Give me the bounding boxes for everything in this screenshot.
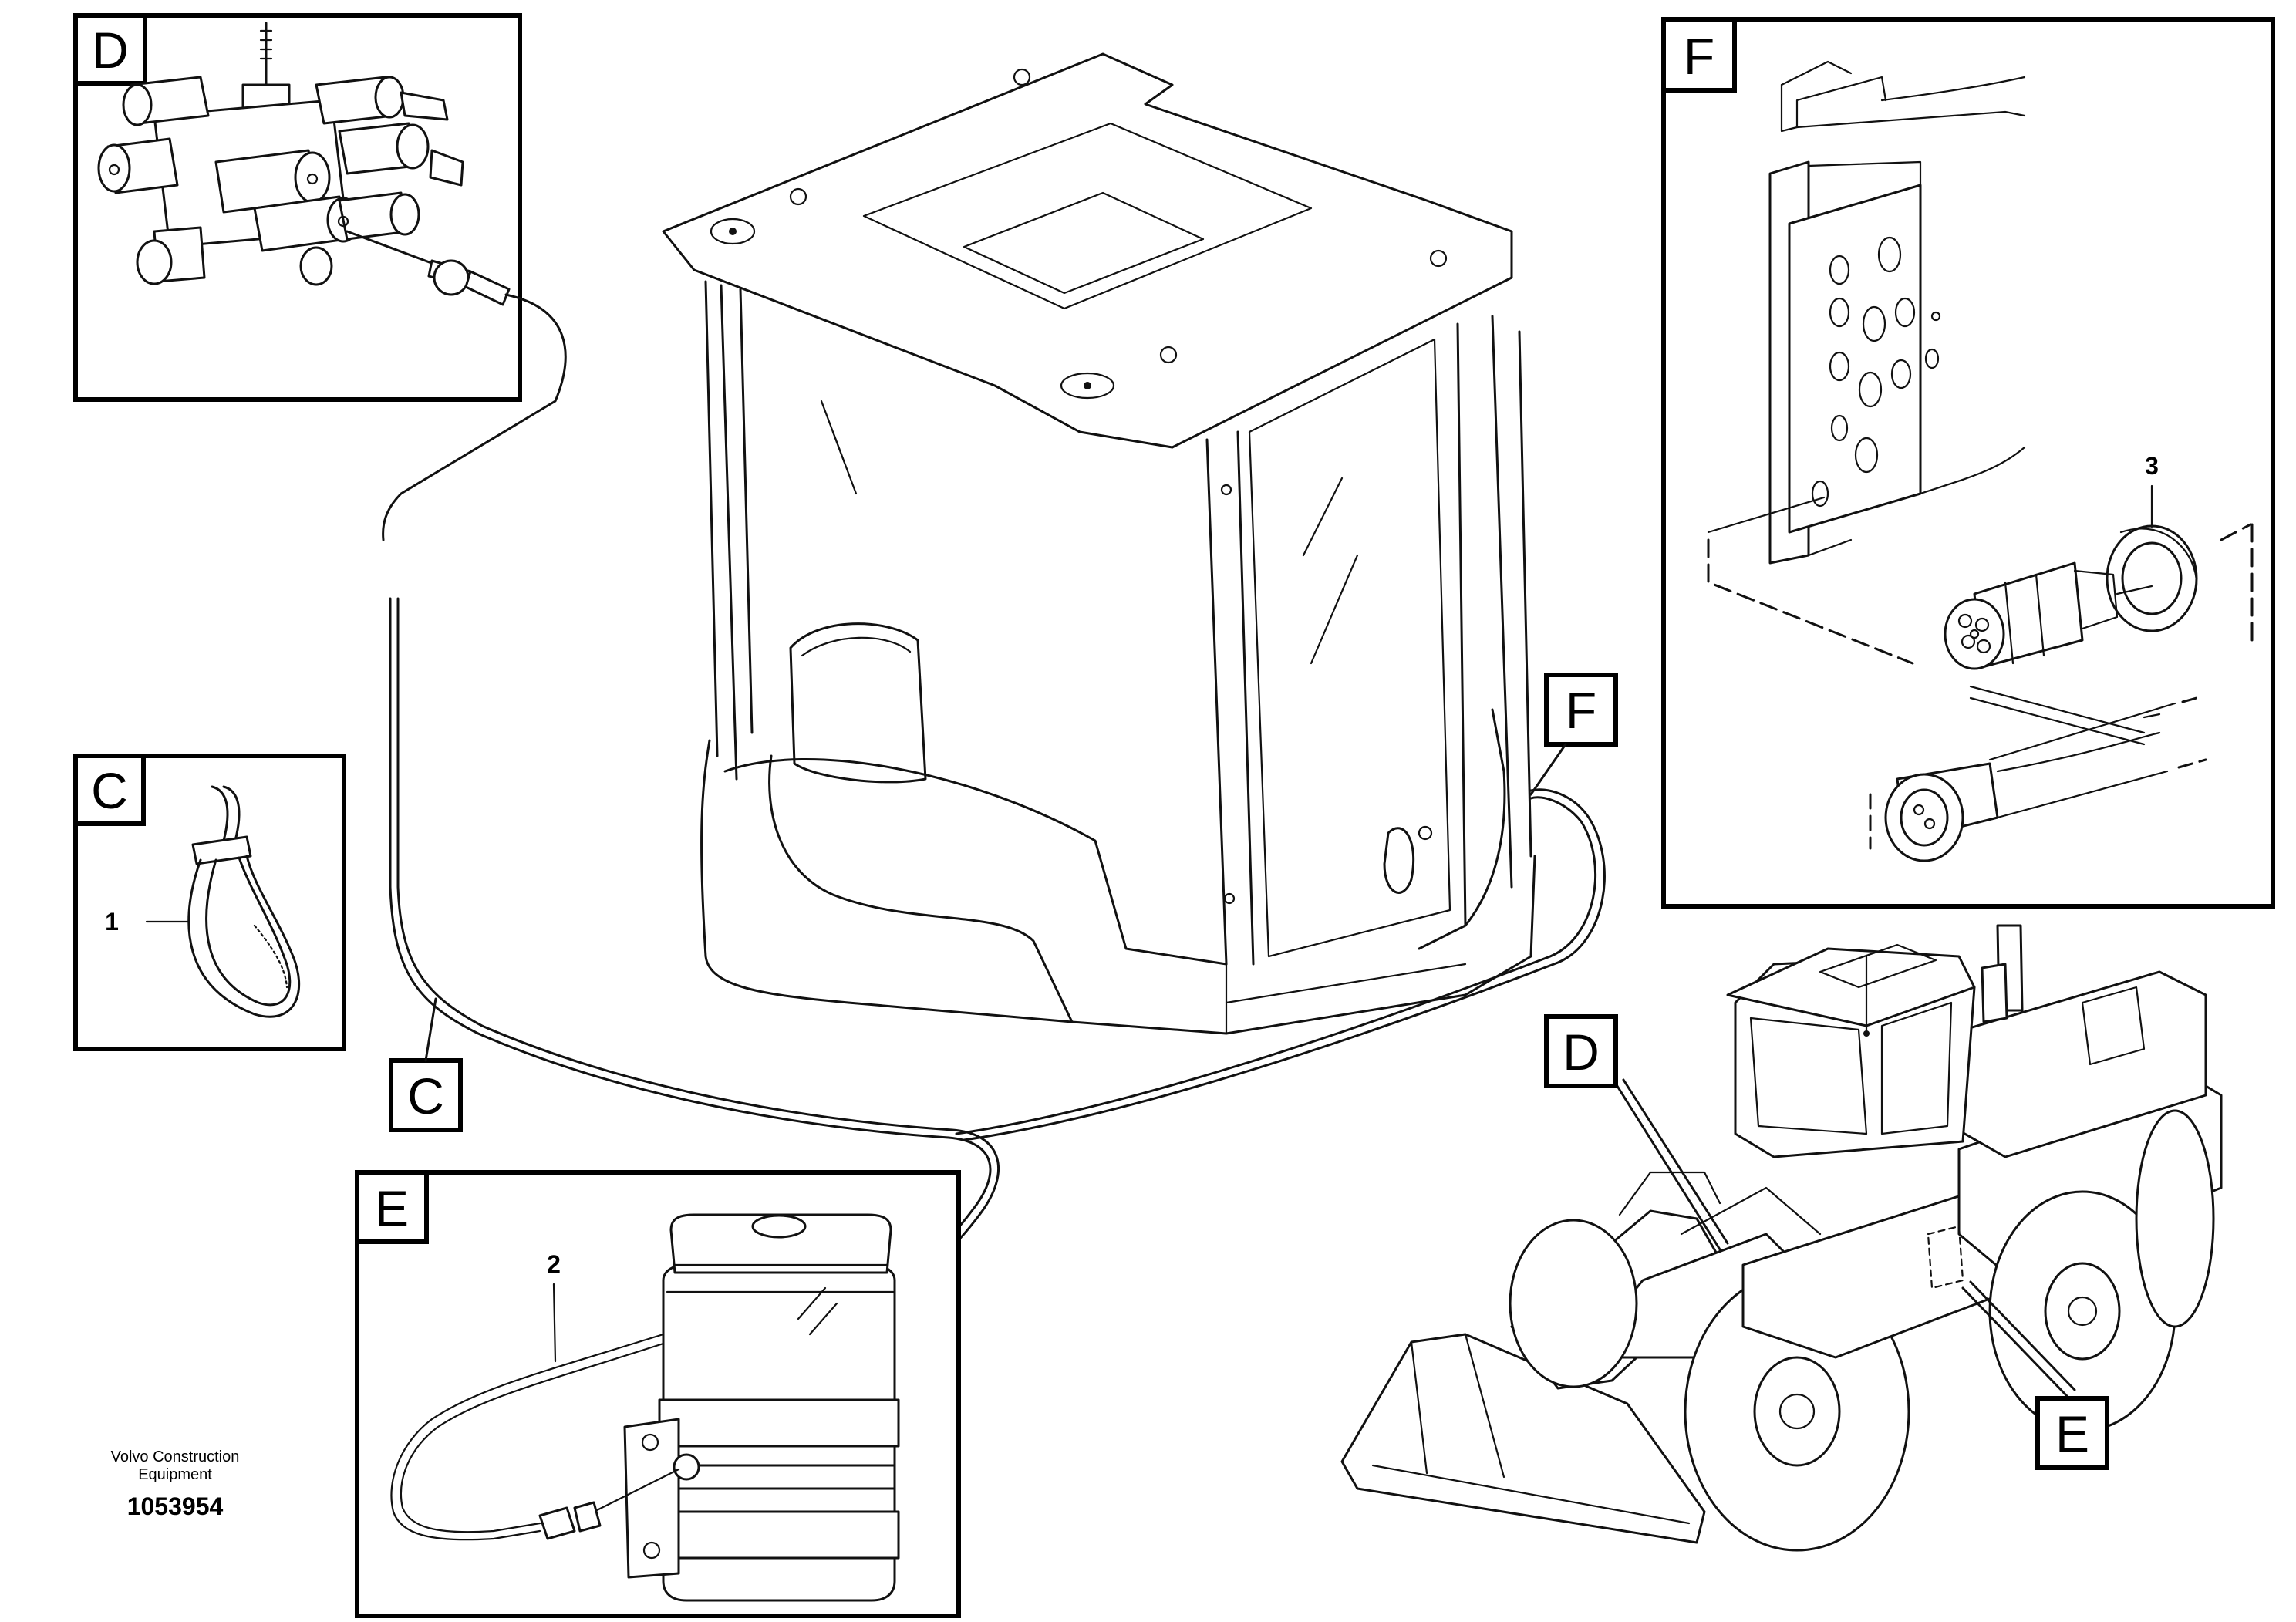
- reservoir-drawing: [390, 1213, 900, 1602]
- caption-line-1: Volvo Construction: [111, 1448, 240, 1465]
- drawing-number: 1053954: [127, 1492, 224, 1520]
- hose-routing: [382, 293, 1606, 1288]
- callout-f: F: [1529, 673, 1618, 796]
- panel-e-tag: E: [375, 1180, 409, 1237]
- caption-line-2: Equipment: [138, 1466, 212, 1483]
- callout-e-box: [2035, 1396, 2109, 1470]
- panel-e-tag-box: [355, 1170, 429, 1244]
- callout-e-tag: E: [2055, 1405, 2089, 1462]
- panel-f-frame: [1661, 17, 2275, 909]
- connector-panel-drawing: [1707, 60, 2254, 862]
- callout-f-tag: F: [1566, 682, 1596, 739]
- panel-d: D: [73, 13, 522, 402]
- callout-d: D: [1544, 1014, 1618, 1088]
- label-1: 1: [105, 908, 119, 936]
- cab-drawing: [662, 52, 1536, 1035]
- valve-block-drawing: [97, 22, 511, 306]
- label-2: 2: [547, 1250, 561, 1278]
- callout-c-tag: C: [407, 1067, 444, 1125]
- label-3: 3: [2145, 452, 2159, 480]
- panel-e: E 2: [355, 1170, 961, 1618]
- wheel-loader-drawing: [1340, 924, 2223, 1552]
- callout-d-tag: D: [1563, 1023, 1600, 1081]
- panel-f-tag-box: [1661, 17, 1737, 93]
- cable-tie-drawing: [145, 785, 301, 1018]
- panel-f-tag: F: [1684, 28, 1714, 85]
- panel-c: C 1: [73, 754, 346, 1051]
- callout-d-box: [1544, 1014, 1618, 1088]
- panel-c-tag: C: [91, 762, 128, 819]
- panel-f: F: [1661, 17, 2275, 909]
- callout-e: E: [2035, 1396, 2109, 1470]
- panel-d-tag: D: [92, 22, 129, 79]
- callout-c: C: [389, 997, 463, 1132]
- callout-f-box: [1544, 673, 1618, 747]
- drawing-caption: Volvo Construction Equipment 1053954: [111, 1448, 240, 1520]
- panel-d-tag-box: [73, 13, 147, 86]
- panel-c-tag-box: [73, 754, 146, 826]
